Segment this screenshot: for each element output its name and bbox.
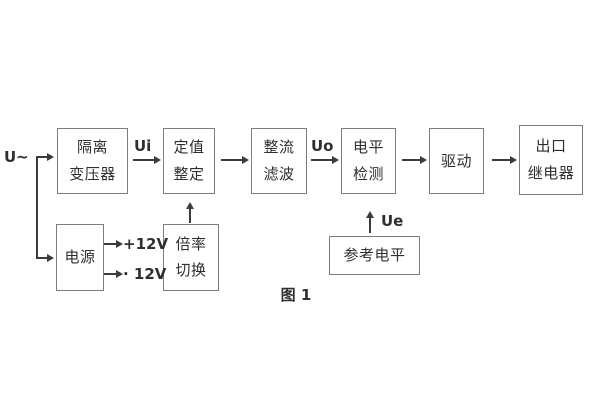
connector-line-input-top: [36, 156, 47, 158]
block-output-relay: 出口 继电器: [519, 125, 583, 195]
block-reference-level: 参考电平: [329, 236, 420, 275]
arrowhead-setting-to-rectifier: [242, 156, 249, 164]
block-label: 定值: [173, 138, 205, 157]
block-level-detection: 电平 检测: [341, 128, 396, 194]
signal-label-uo: Uo: [311, 137, 334, 155]
block-label: 电源: [64, 248, 96, 266]
block-label: 检测: [352, 164, 384, 183]
block-label: 驱动: [440, 151, 472, 170]
arrowhead-minus12v: [116, 270, 123, 278]
block-isolation-transformer: 隔离 变压器: [57, 128, 128, 194]
connector-line-ratio-to-setting: [189, 209, 191, 223]
block-label: 继电器: [527, 164, 575, 183]
connector-line-input-bottom: [36, 257, 47, 259]
signal-label-minus12v: · 12V: [123, 265, 167, 283]
connector-line-ui: [133, 159, 154, 161]
block-label: 参考电平: [343, 246, 406, 264]
connector-line-setting-to-rectifier: [221, 159, 242, 161]
connector-line-driver-to-relay: [492, 159, 510, 161]
block-ratio-switching: 倍率 切换: [163, 224, 219, 291]
connector-line-ue: [369, 218, 371, 233]
arrowhead-ue: [366, 211, 374, 218]
block-label: 整定: [173, 164, 205, 183]
block-label: 隔离: [76, 138, 108, 157]
arrowhead-driver-to-relay: [510, 156, 517, 164]
arrowhead-uo: [332, 156, 339, 164]
block-power-supply: 电源: [56, 224, 104, 291]
arrowhead-ui: [154, 156, 161, 164]
signal-label-ue: Ue: [381, 212, 404, 230]
signal-label-plus12v: +12V: [123, 235, 169, 253]
connector-line-plus12v: [104, 243, 116, 245]
block-label: 倍率: [175, 234, 207, 253]
connector-line-detection-to-driver: [402, 159, 420, 161]
figure-caption: 图 1: [280, 286, 312, 304]
connector-line-uo: [311, 159, 332, 161]
arrowhead-into-transformer: [47, 153, 54, 161]
block-label: 电平: [352, 138, 384, 157]
block-label: 整流: [263, 138, 295, 157]
block-label: 变压器: [69, 164, 116, 183]
signal-label-input: U~: [4, 148, 29, 166]
block-label: 切换: [175, 261, 207, 280]
arrowhead-detection-to-driver: [420, 156, 427, 164]
connector-line-input-trunk: [36, 157, 38, 258]
arrowhead-into-power: [47, 254, 54, 262]
signal-label-ui: Ui: [134, 137, 152, 155]
block-label: 出口: [535, 136, 567, 155]
block-driver: 驱动: [429, 128, 484, 194]
block-rectifier-filter: 整流 滤波: [251, 128, 307, 194]
block-setting-adjustment: 定值 整定: [163, 128, 215, 194]
arrowhead-plus12v: [116, 240, 123, 248]
arrowhead-ratio-to-setting: [186, 202, 194, 209]
block-label: 滤波: [263, 164, 295, 183]
connector-line-minus12v: [104, 273, 116, 275]
